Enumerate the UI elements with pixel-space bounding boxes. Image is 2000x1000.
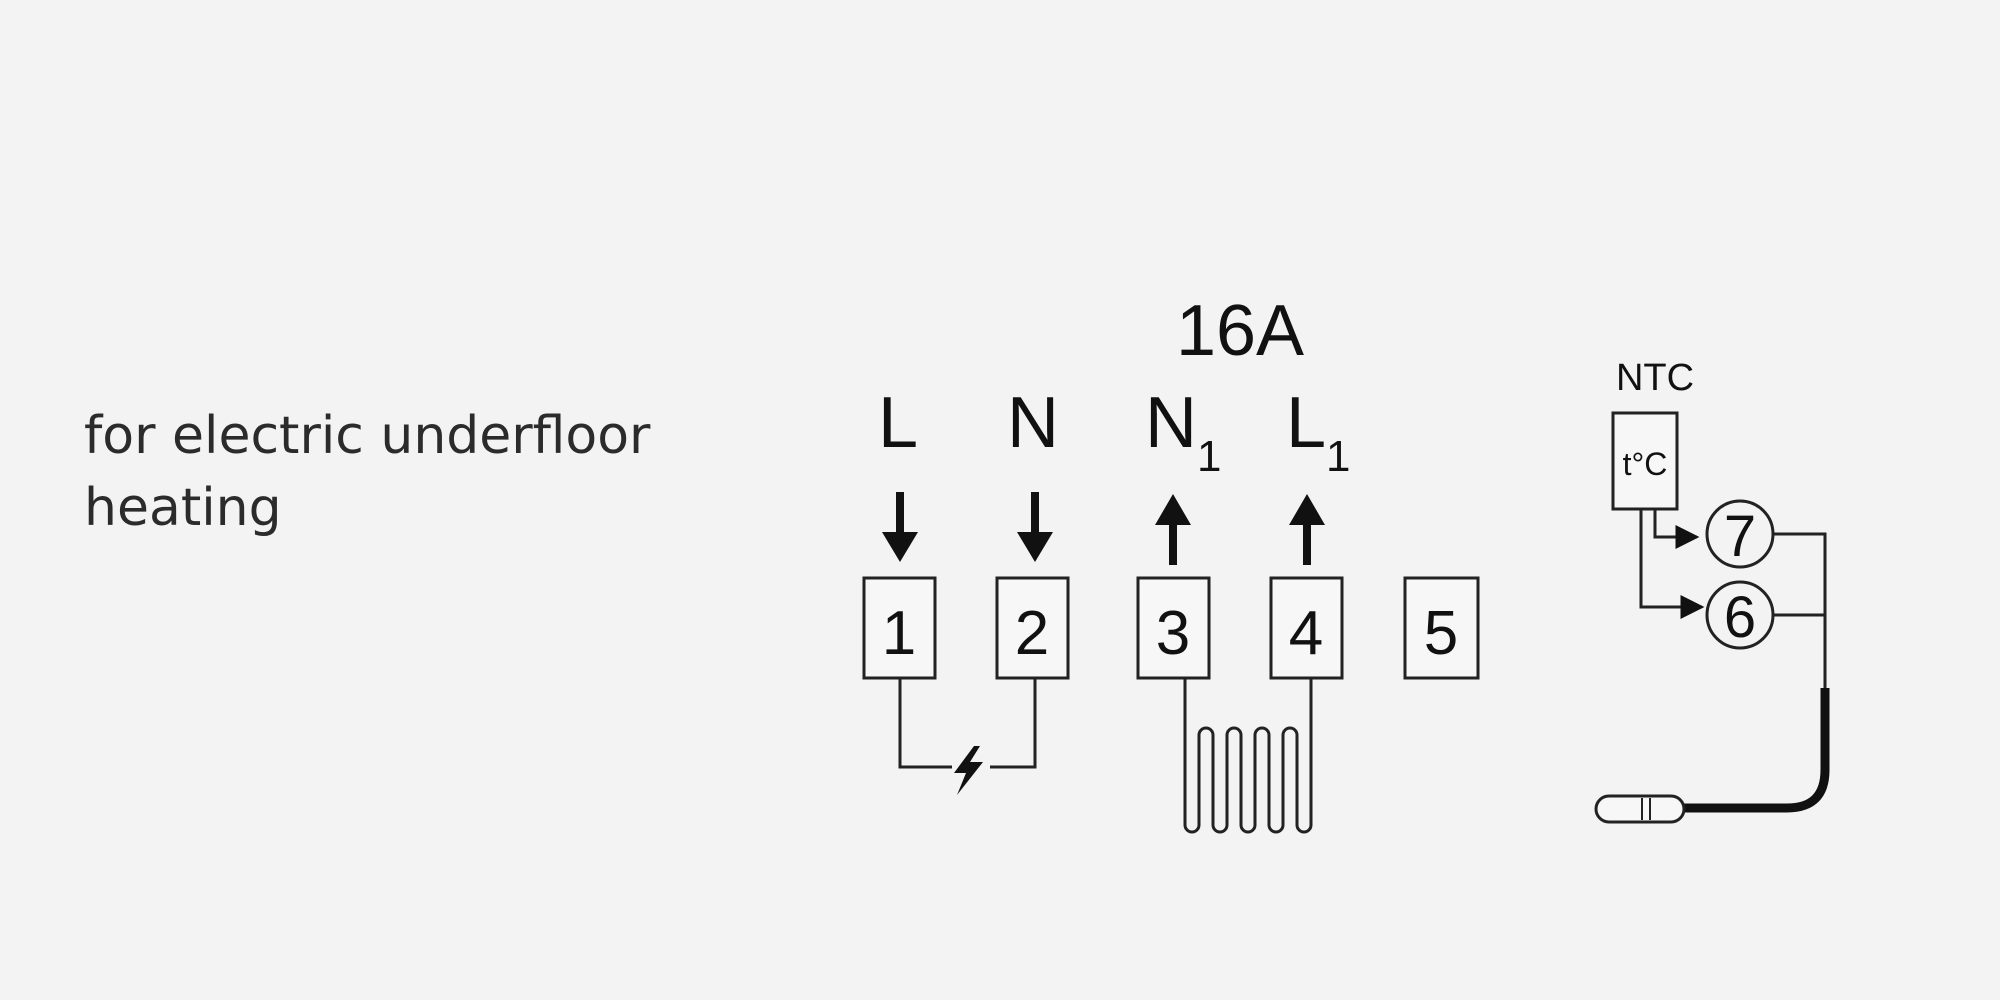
label-n-name: N: [1007, 383, 1059, 463]
terminal-3-number: 3: [1156, 599, 1190, 668]
heating-coil-icon: [1183, 678, 1313, 834]
power-supply-loop: [898, 678, 1037, 795]
ntc-label: NTC: [1616, 357, 1694, 399]
terminal-1-number: 1: [882, 599, 916, 668]
label-n: N: [1007, 383, 1059, 463]
arrow-down-n-icon: [1017, 492, 1053, 562]
label-n1-sub: 1: [1197, 432, 1221, 481]
label-l1-sub: 1: [1326, 432, 1350, 481]
lightning-icon: [954, 746, 983, 795]
caption-line-1: for electric underfloor: [84, 406, 651, 466]
terminal-2: 2: [995, 576, 1070, 680]
terminal-4: 4: [1269, 576, 1344, 680]
arrow-up-l1-icon: [1289, 494, 1325, 565]
contact-6-number: 6: [1724, 585, 1756, 650]
caption: for electric underfloor heating: [84, 400, 650, 544]
temperature-box-text: t°C: [1623, 446, 1668, 482]
label-l: L: [878, 383, 918, 463]
ntc-sensor: NTC t°C 7 6: [1594, 357, 1830, 824]
terminal-5: 5: [1403, 576, 1480, 680]
terminal-1: 1: [862, 576, 937, 680]
sensor-cable: [1682, 688, 1830, 813]
sensor-probe-icon: [1594, 794, 1686, 824]
label-l1-name: L: [1286, 383, 1326, 463]
label-l-name: L: [878, 383, 918, 463]
label-n1-name: N: [1145, 383, 1197, 463]
label-l1: L1: [1286, 383, 1351, 481]
terminal-2-number: 2: [1015, 599, 1049, 668]
contact-7-number: 7: [1724, 504, 1756, 569]
terminal-4-number: 4: [1289, 599, 1323, 668]
terminal-5-number: 5: [1424, 599, 1458, 668]
caption-line-2: heating: [84, 478, 282, 538]
terminal-3: 3: [1136, 576, 1211, 680]
arrow-up-n1-icon: [1155, 494, 1191, 565]
arrow-down-l-icon: [882, 492, 918, 562]
current-rating: 16A: [1176, 291, 1304, 371]
label-n1: N1: [1145, 383, 1221, 481]
